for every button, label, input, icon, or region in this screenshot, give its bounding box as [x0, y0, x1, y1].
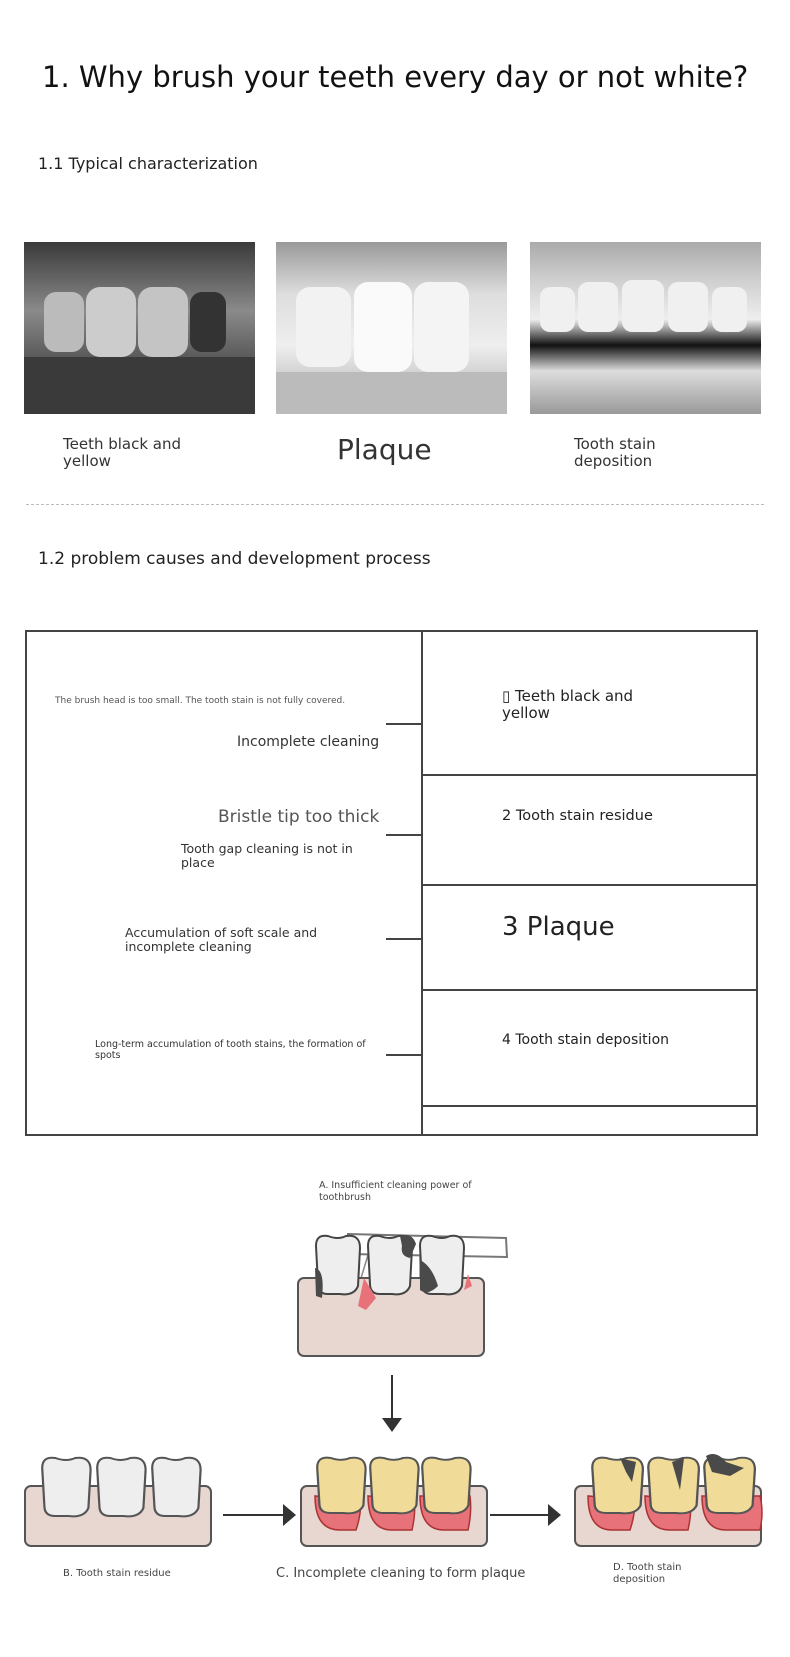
row-divider	[422, 774, 756, 776]
section-heading-1-1: 1.1 Typical characterization	[38, 154, 258, 173]
table-divider	[421, 630, 423, 1136]
connector	[386, 938, 421, 940]
connector	[386, 1054, 421, 1056]
cause-text: Tooth gap cleaning is not in place	[181, 841, 353, 871]
cause-process-table	[25, 630, 758, 1136]
section-heading-1-2: 1.2 problem causes and development proce…	[38, 549, 431, 569]
teeth-photo-icon	[24, 287, 255, 414]
diagram-label-a: A. Insufficient cleaning power of toothb…	[319, 1180, 472, 1203]
teeth-photo-icon	[540, 280, 747, 332]
diagram-label-c: C. Incomplete cleaning to form plaque	[276, 1566, 526, 1581]
caption-tooth-stain-deposition: Tooth stain deposition	[574, 435, 656, 470]
row-divider	[422, 989, 756, 991]
connector	[386, 723, 421, 725]
row-divider	[422, 1105, 756, 1107]
page-title: 1. Why brush your teeth every day or not…	[42, 60, 749, 94]
photo-plaque	[276, 242, 507, 414]
caption-teeth-black-yellow: Teeth black and yellow	[63, 435, 182, 470]
arrow-down-icon	[382, 1375, 402, 1432]
diagram-label-b: B. Tooth stain residue	[63, 1568, 171, 1579]
caption-plaque: Plaque	[337, 433, 432, 466]
cause-text: Bristle tip too thick	[218, 807, 380, 827]
photo-teeth-black-yellow	[24, 242, 255, 414]
teeth-group-a	[297, 1234, 485, 1357]
cause-text: Incomplete cleaning	[237, 734, 380, 750]
teeth-group-b	[24, 1456, 212, 1547]
cause-text: The brush head is too small. The tooth s…	[55, 696, 346, 706]
teeth-group-c	[300, 1456, 488, 1547]
divider	[26, 504, 764, 505]
cause-text: Long-term accumulation of tooth stains, …	[95, 1039, 366, 1061]
connector	[386, 834, 421, 836]
photo-tooth-stain-deposition	[530, 242, 761, 414]
teeth-photo-icon	[276, 282, 507, 414]
result-text: ▯ Teeth black and yellow	[502, 687, 634, 722]
row-divider	[422, 884, 756, 886]
diagram-label-d: D. Tooth stain deposition	[613, 1562, 682, 1585]
cause-text: Accumulation of soft scale and incomplet…	[125, 925, 318, 955]
result-text: 3 Plaque	[502, 912, 615, 942]
arrow-right-icon	[223, 1504, 296, 1526]
diagram-illustration	[24, 1232, 763, 1547]
result-text: 4 Tooth stain deposition	[502, 1032, 670, 1048]
result-text: 2 Tooth stain residue	[502, 808, 653, 824]
teeth-group-d	[574, 1454, 763, 1547]
arrow-right-icon	[490, 1504, 561, 1526]
